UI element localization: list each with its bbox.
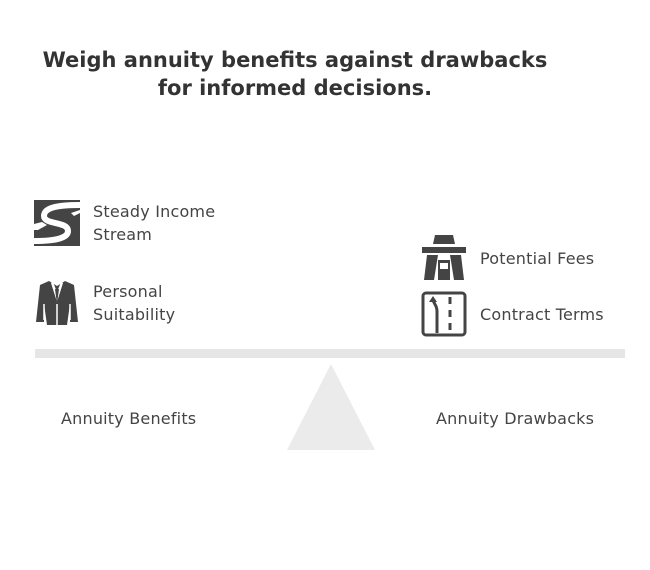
toll-booth-icon	[421, 235, 467, 281]
benefit-label: Steady Income Stream	[93, 202, 216, 244]
benefit-steady-income: Steady Income Stream	[34, 200, 215, 246]
drawback-label: Contract Terms	[480, 304, 604, 324]
road-lanes-icon	[421, 291, 467, 337]
benefit-label: Personal Suitability	[93, 282, 176, 324]
fulcrum-triangle	[287, 364, 375, 450]
title-line-1: Weigh annuity benefits against drawbacks	[42, 48, 548, 72]
page-title: Weigh annuity benefits against drawbacks…	[0, 46, 590, 102]
benefits-side-label: Annuity Benefits	[61, 409, 197, 428]
benefit-personal-suitability: Personal Suitability	[34, 280, 175, 326]
drawback-contract-terms: Contract Terms	[421, 291, 604, 337]
drawback-label: Potential Fees	[480, 248, 595, 268]
drawback-potential-fees: Potential Fees	[421, 235, 594, 281]
balance-beam	[35, 349, 625, 358]
suit-jacket-icon	[34, 280, 80, 326]
title-line-2: for informed decisions.	[157, 76, 433, 100]
drawbacks-side-label: Annuity Drawbacks	[436, 409, 595, 428]
winding-road-icon	[34, 200, 80, 246]
